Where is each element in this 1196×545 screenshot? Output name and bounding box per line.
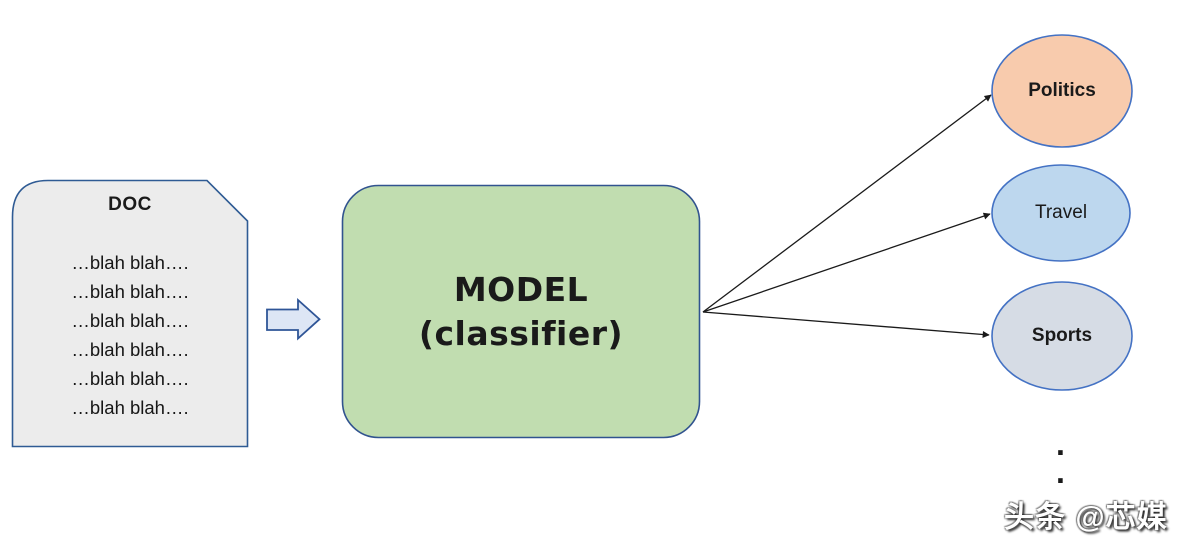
doc-line: …blah blah…. <box>71 339 189 360</box>
doc-title: DOC <box>108 194 152 215</box>
doc-line: …blah blah…. <box>71 368 189 389</box>
doc-line: …blah blah…. <box>71 252 189 273</box>
connector-travel <box>702 212 991 313</box>
model-node-label: MODEL (classifier) <box>342 185 700 438</box>
more-categories-dot: . <box>1056 454 1065 490</box>
model-label-line1: MODEL <box>453 269 589 309</box>
category-label-travel: Travel <box>1034 202 1088 223</box>
ellipse-sports <box>991 281 1133 391</box>
doc-line: …blah blah…. <box>71 310 189 331</box>
category-label-sports: Sports <box>1031 325 1093 346</box>
connector-sports <box>702 311 990 338</box>
doc-line: …blah blah…. <box>71 281 189 302</box>
doc-line: …blah blah…. <box>71 397 189 418</box>
doc-shape <box>11 179 249 448</box>
model-box-shape <box>341 184 701 439</box>
input-arrow-shape <box>266 297 321 341</box>
category-label-politics: Politics <box>1028 80 1096 101</box>
model-label-line2: (classifier) <box>418 313 624 353</box>
watermark-text: 头条 @芯媒 <box>1004 501 1168 534</box>
doc-node: DOC …blah blah…. …blah blah…. …blah blah… <box>12 180 248 422</box>
doc-body-lines: …blah blah…. …blah blah…. …blah blah…. …… <box>12 248 248 422</box>
ellipse-politics <box>991 34 1133 148</box>
more-categories-dot: . <box>1056 426 1065 462</box>
connector-politics <box>702 94 992 313</box>
ellipse-travel <box>991 164 1131 262</box>
